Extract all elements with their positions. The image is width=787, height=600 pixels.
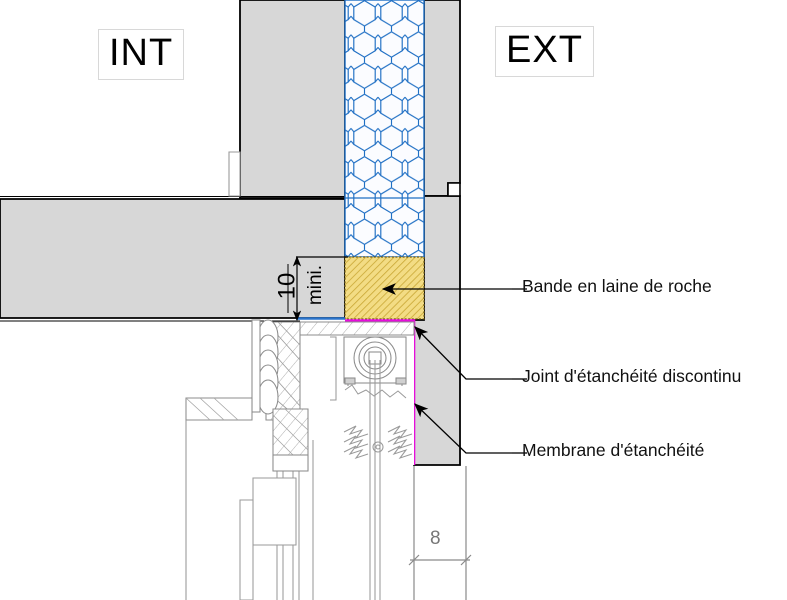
rockwool-band [344,256,425,320]
reveal-hatch [185,397,239,421]
dim8-tick-right [460,554,472,566]
callout-leaders [381,283,527,454]
concrete-exterior-upper [423,0,461,197]
callout-label-discontinuous-seal: Joint d'étanchéité discontinu [522,366,742,386]
cable-detail [344,384,407,399]
callout-label-waterproof-membrane: Membrane d'étanchéité [522,440,705,460]
concrete-rebate-notch [447,182,461,197]
interior-upstand [228,151,241,197]
coil-seal [257,319,279,415]
insulation-layer [344,0,425,258]
shutter-curtain [369,360,381,600]
concrete-floor-slab [0,198,346,319]
callout-label-rockwool-band: Bande en laine de roche [522,276,712,296]
coil-seal-backing [251,319,261,413]
leader-discontinuous-seal [414,326,512,380]
interior-reveal-return [185,397,253,421]
lower-frame-return [239,499,254,600]
insulation-board [344,0,425,258]
dimension-value-10: 10 [273,272,301,300]
concrete-upper-wall [239,0,346,199]
brush-seal-detail [343,425,413,460]
shutter-box-head [299,321,415,336]
dimension-10-mini [287,255,348,322]
dimension-qualifier-mini: mini. [305,264,327,306]
dim8-tick-left [408,554,420,566]
lower-frame-block [252,477,297,546]
zone-label-exterior: EXT [495,26,594,77]
dimension-8 [408,466,472,600]
guide-rail-profile [330,336,337,401]
dimension-value-8: 8 [430,528,441,549]
rockwool-band-group [344,256,425,320]
joinery-assembly [185,319,415,600]
leader-waterproof-membrane [414,403,512,454]
zone-label-interior: INT [98,29,185,80]
frame-hatch-detail [265,321,301,421]
